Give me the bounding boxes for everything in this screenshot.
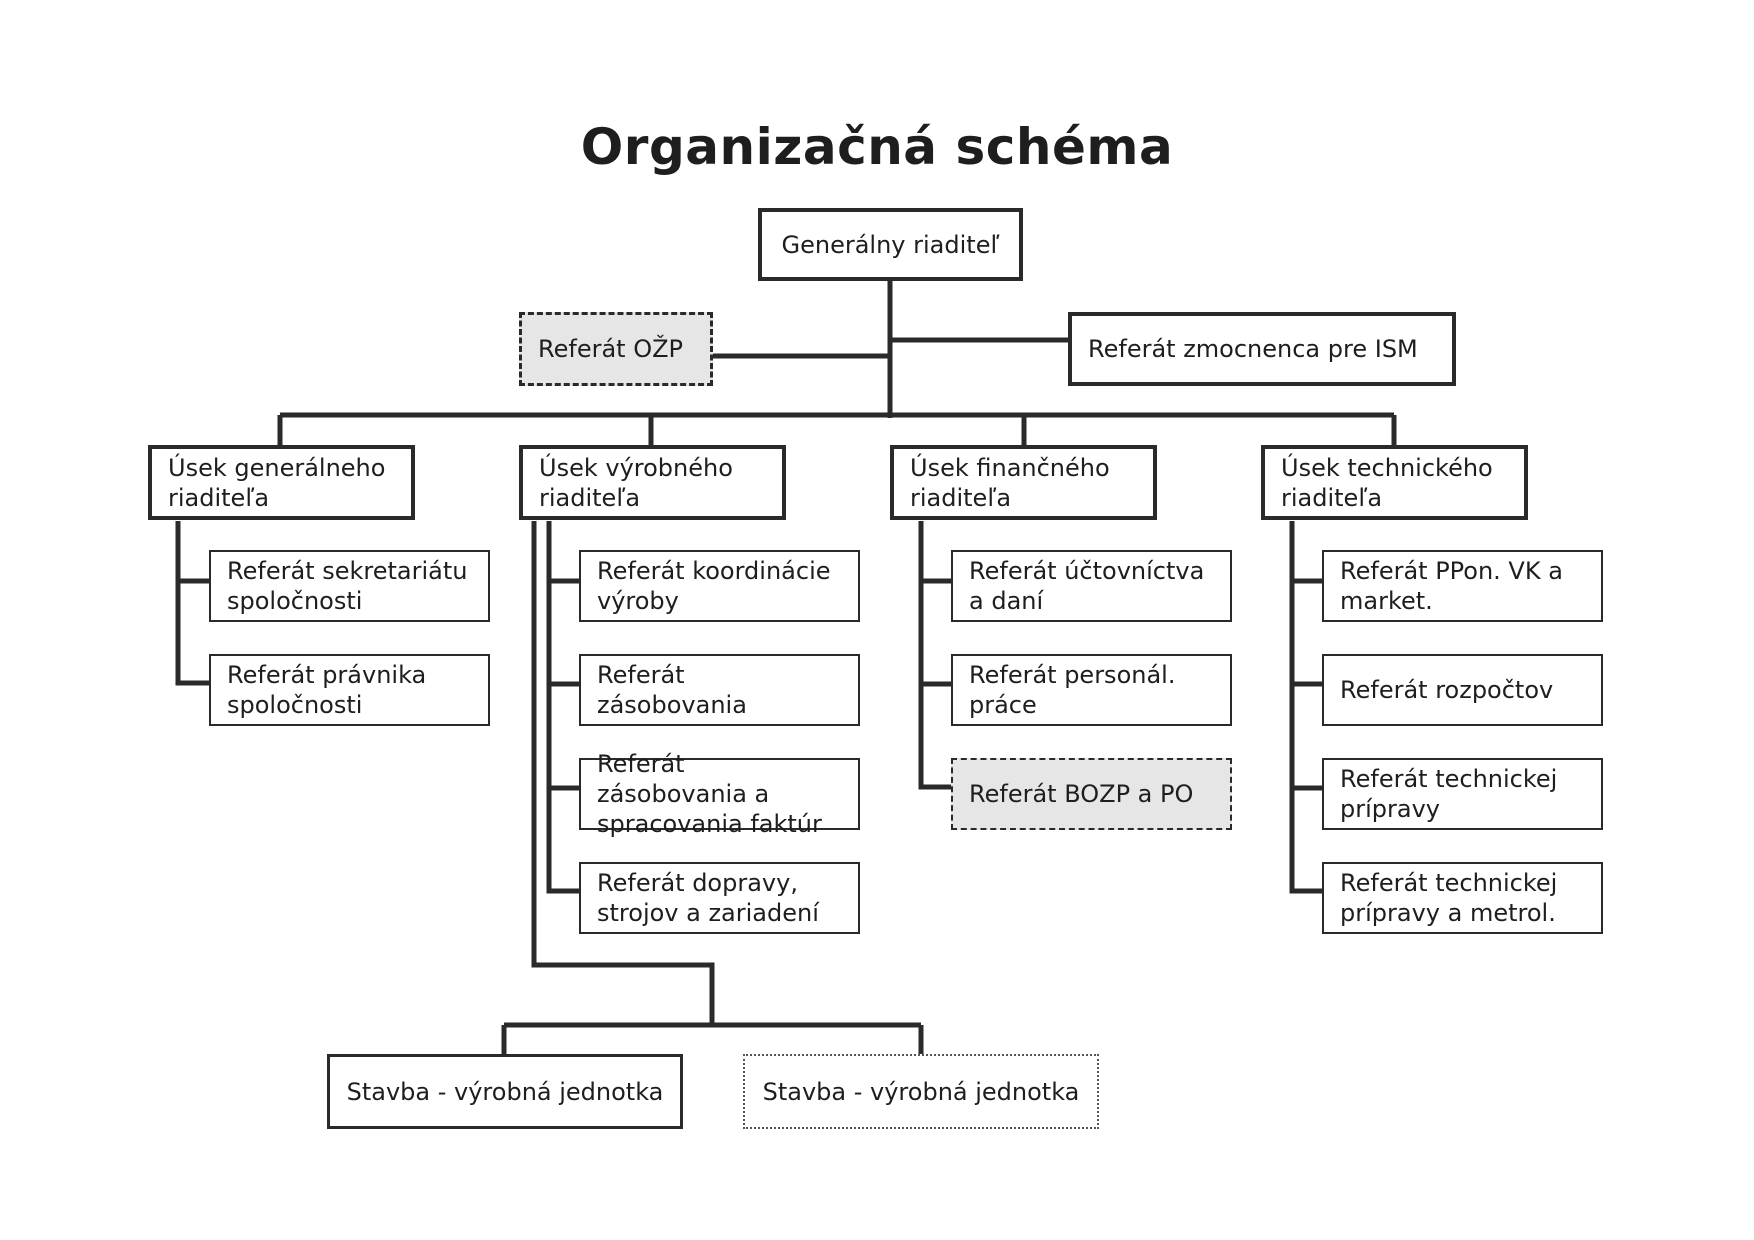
spine-general bbox=[175, 521, 209, 686]
dept-finance-3: Referát BOZP a PO bbox=[951, 758, 1232, 830]
dept-technical-1: Referát PPon. VK a market. bbox=[1322, 550, 1603, 622]
division-technical-label: Úsek technického riaditeľa bbox=[1281, 453, 1493, 512]
director-label: Generálny riaditeľ bbox=[781, 230, 1000, 259]
dept-label: Referát rozpočtov bbox=[1340, 676, 1554, 704]
ism-label: Referát zmocnenca pre ISM bbox=[1088, 335, 1418, 363]
dept-label: Referát účtovníctva a daní bbox=[969, 557, 1205, 615]
ozp-label: Referát OŽP bbox=[538, 335, 683, 363]
dept-label: Referát technickej prípravy a metrol. bbox=[1340, 869, 1558, 927]
ism-box: Referát zmocnenca pre ISM bbox=[1068, 312, 1456, 386]
dept-label: Referát zásobovania a spracovania faktúr bbox=[597, 750, 822, 838]
dept-technical-2: Referát rozpočtov bbox=[1322, 654, 1603, 726]
dept-label: Referát zásobovania bbox=[597, 661, 747, 719]
dept-production-2: Referát zásobovania bbox=[579, 654, 860, 726]
dept-finance-2: Referát personál. práce bbox=[951, 654, 1232, 726]
ozp-box: Referát OŽP bbox=[519, 312, 713, 386]
division-finance: Úsek finančného riaditeľa bbox=[890, 445, 1157, 520]
dept-label: Referát koordinácie výroby bbox=[597, 557, 831, 615]
division-general-label: Úsek generálneho riaditeľa bbox=[168, 453, 386, 512]
dept-finance-1: Referát účtovníctva a daní bbox=[951, 550, 1232, 622]
dept-general-2: Referát právnika spoločnosti bbox=[209, 654, 490, 726]
director-box: Generálny riaditeľ bbox=[758, 208, 1023, 281]
division-finance-label: Úsek finančného riaditeľa bbox=[910, 453, 1110, 512]
dept-label: Referát právnika spoločnosti bbox=[227, 661, 427, 719]
dept-label: Referát personál. práce bbox=[969, 661, 1176, 719]
dept-production-4: Referát dopravy, strojov a zariadení bbox=[579, 862, 860, 934]
division-production: Úsek výrobného riaditeľa bbox=[519, 445, 786, 520]
dept-label: Referát PPon. VK a market. bbox=[1340, 557, 1563, 615]
dept-general-1: Referát sekretariátu spoločnosti bbox=[209, 550, 490, 622]
division-production-label: Úsek výrobného riaditeľa bbox=[539, 453, 733, 512]
dept-technical-4: Referát technickej prípravy a metrol. bbox=[1322, 862, 1603, 934]
page-title: Organizačná schéma bbox=[580, 118, 1174, 176]
dept-label: Referát BOZP a PO bbox=[969, 780, 1194, 808]
division-technical: Úsek technického riaditeľa bbox=[1261, 445, 1528, 520]
unit-box-1: Stavba - výrobná jednotka bbox=[327, 1054, 683, 1129]
dept-production-1: Referát koordinácie výroby bbox=[579, 550, 860, 622]
division-general: Úsek generálneho riaditeľa bbox=[148, 445, 415, 520]
dept-label: Referát technickej prípravy bbox=[1340, 765, 1558, 823]
spine-finance bbox=[918, 521, 951, 790]
spine-units bbox=[531, 521, 715, 1025]
unit-label: Stavba - výrobná jednotka bbox=[762, 1077, 1080, 1106]
unit-label: Stavba - výrobná jednotka bbox=[346, 1077, 664, 1106]
unit-box-2: Stavba - výrobná jednotka bbox=[743, 1054, 1099, 1129]
dept-production-3: Referát zásobovania a spracovania faktúr bbox=[579, 750, 860, 838]
spine-production bbox=[546, 521, 579, 894]
dept-label: Referát sekretariátu spoločnosti bbox=[227, 557, 468, 615]
dept-label: Referát dopravy, strojov a zariadení bbox=[597, 869, 819, 927]
dept-technical-3: Referát technickej prípravy bbox=[1322, 758, 1603, 830]
spine-technical bbox=[1289, 521, 1322, 894]
